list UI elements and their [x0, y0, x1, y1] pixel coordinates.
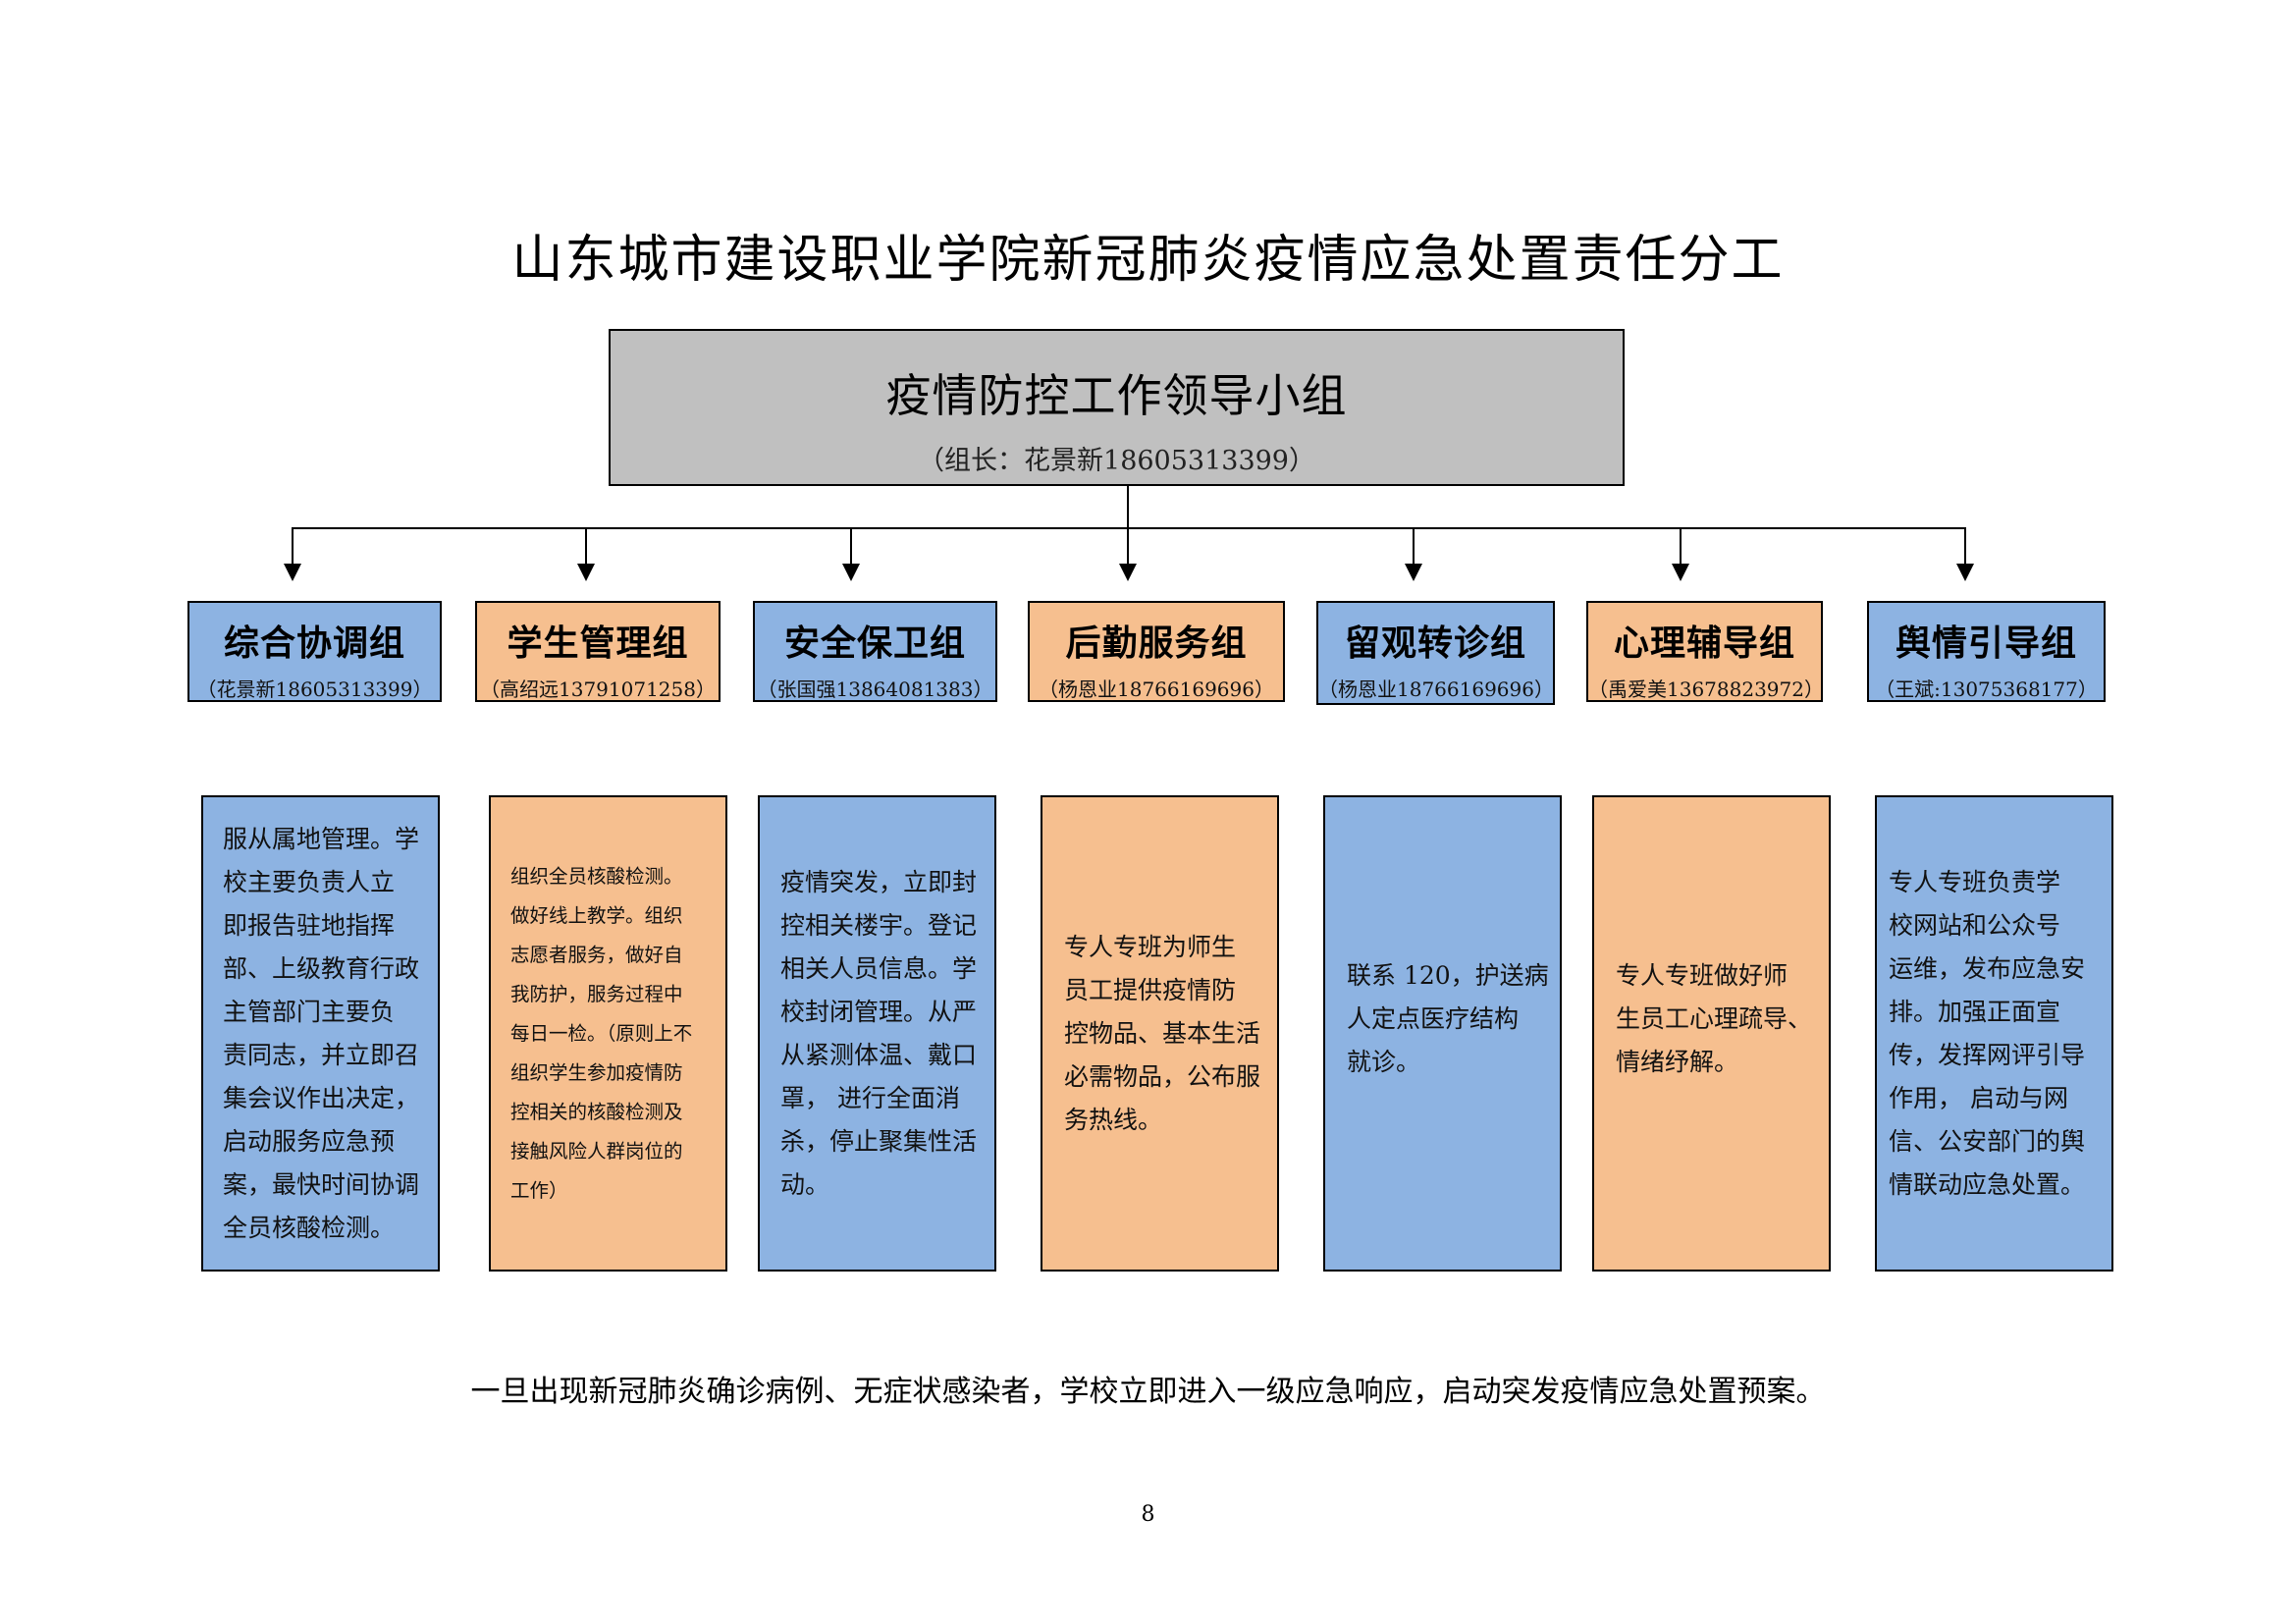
duty-text: 服从属地管理。学 校主要负责人立 即报告驻地指挥 部、上级教育行政 主管部门主要… [223, 824, 420, 1242]
group-contact: （高绍远13791071258） [480, 677, 716, 701]
connector-drop [1413, 527, 1415, 565]
group-box-logistics: 后勤服务组 （杨恩业18766169696） [1028, 601, 1285, 702]
group-name: 综合协调组 [223, 623, 405, 664]
arrow-down-icon [1672, 564, 1689, 581]
page-number: 8 [1141, 1502, 1155, 1527]
group-box-psychological-counseling: 心理辅导组 （禹爱美13678823972） [1586, 601, 1824, 702]
leadership-group-leader: （组长：花景新18605313399） [918, 446, 1315, 476]
arrow-down-icon [1956, 564, 1974, 581]
duty-text: 组织全员核酸检测。 做好线上教学。组织 志愿者服务，做好自 我防护，服务过程中 … [510, 864, 693, 1202]
duty-box-student-management: 组织全员核酸检测。 做好线上教学。组织 志愿者服务，做好自 我防护，服务过程中 … [489, 795, 727, 1272]
group-box-general-coordination: 综合协调组 （花景新18605313399） [187, 601, 442, 702]
duty-box-logistics: 专人专班为师生 员工提供疫情防 控物品、基本生活 必需物品，公布服 务热线。 [1041, 795, 1279, 1272]
group-contact: （杨恩业18766169696） [1039, 677, 1274, 701]
leadership-group-name: 疫情防控工作领导小组 [885, 369, 1348, 422]
duty-box-security: 疫情突发，立即封 控相关楼宇。登记 相关人员信息。学 校封闭管理。从严 从紧测体… [758, 795, 996, 1272]
group-box-observation-referral: 留观转诊组 （杨恩业18766169696） [1316, 601, 1555, 705]
connector-drop [292, 527, 294, 565]
group-contact: （王斌:13075368177） [1875, 677, 2098, 701]
connector-trunk [1127, 486, 1129, 528]
arrow-down-icon [284, 564, 301, 581]
arrow-down-icon [842, 564, 860, 581]
group-name: 学生管理组 [507, 623, 689, 664]
duty-box-psychological-counseling: 专人专班做好师 生员工心理疏导、 情绪纾解。 [1592, 795, 1831, 1272]
group-contact: （张国强13864081383） [757, 677, 993, 701]
group-box-public-opinion: 舆情引导组 （王斌:13075368177） [1867, 601, 2106, 702]
duty-box-general-coordination: 服从属地管理。学 校主要负责人立 即报告驻地指挥 部、上级教育行政 主管部门主要… [201, 795, 440, 1272]
group-name: 心理辅导组 [1613, 623, 1795, 664]
arrow-down-icon [1405, 564, 1422, 581]
group-name: 舆情引导组 [1895, 623, 2077, 664]
group-name: 留观转诊组 [1344, 623, 1526, 664]
emergency-response-note: 一旦出现新冠肺炎确诊病例、无症状感染者，学校立即进入一级应急响应，启动突发疫情应… [470, 1375, 1826, 1409]
arrow-down-icon [1119, 564, 1137, 581]
duty-text: 专人专班为师生 员工提供疫情防 控物品、基本生活 必需物品，公布服 务热线。 [1064, 932, 1261, 1134]
duty-text: 联系 120，护送病 人定点医疗结构 就诊。 [1347, 960, 1549, 1076]
connector-drop [1680, 527, 1682, 565]
leadership-group-box: 疫情防控工作领导小组 （组长：花景新18605313399） [609, 329, 1625, 486]
connector-drop [850, 527, 852, 565]
arrow-down-icon [577, 564, 595, 581]
duty-text: 专人专班做好师 生员工心理疏导、 情绪纾解。 [1616, 960, 1813, 1076]
group-box-security: 安全保卫组 （张国强13864081383） [753, 601, 997, 702]
connector-drop [1127, 527, 1129, 565]
group-name: 安全保卫组 [783, 623, 966, 664]
group-box-student-management: 学生管理组 （高绍远13791071258） [475, 601, 721, 702]
group-name: 后勤服务组 [1065, 623, 1248, 664]
duty-box-observation-referral: 联系 120，护送病 人定点医疗结构 就诊。 [1323, 795, 1562, 1272]
duty-box-public-opinion: 专人专班负责学 校网站和公众号 运维，发布应急安 排。加强正面宣 传，发挥网评引… [1875, 795, 2113, 1272]
duty-text: 专人专班负责学 校网站和公众号 运维，发布应急安 排。加强正面宣 传，发挥网评引… [1889, 867, 2086, 1199]
duty-text: 疫情突发，立即封 控相关楼宇。登记 相关人员信息。学 校封闭管理。从严 从紧测体… [780, 867, 978, 1199]
connector-drop [585, 527, 587, 565]
page-title: 山东城市建设职业学院新冠肺炎疫情应急处置责任分工 [511, 231, 1785, 290]
group-contact: （花景新18605313399） [196, 677, 433, 701]
connector-drop [1964, 527, 1966, 565]
group-contact: （禹爱美13678823972） [1588, 677, 1824, 701]
group-contact: （杨恩业18766169696） [1318, 677, 1554, 701]
